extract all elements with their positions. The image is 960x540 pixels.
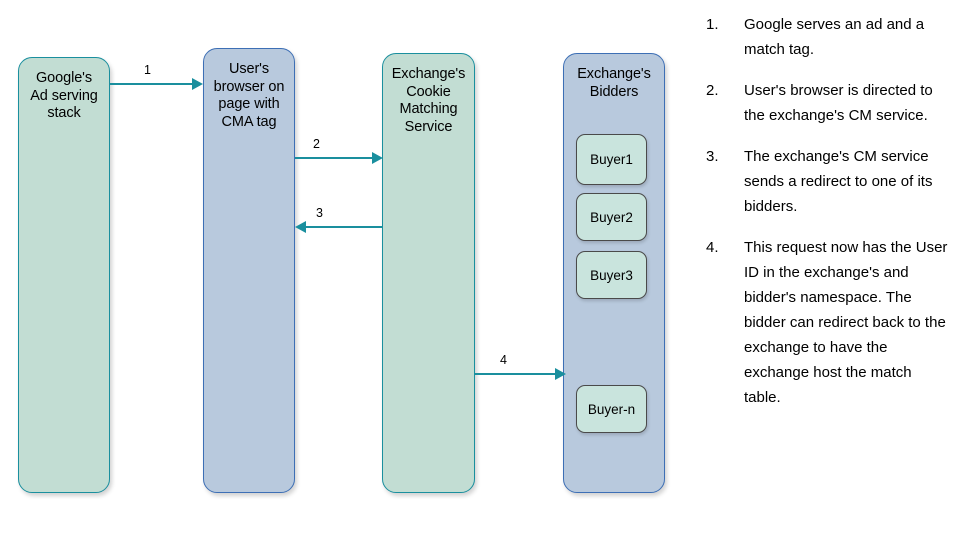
buyer-chip-buyer1[interactable]: Buyer1 (576, 134, 647, 185)
step-item-4: 4. This request now has the User ID in t… (706, 235, 950, 410)
arrow-4-line (475, 373, 555, 375)
step-item-3: 3. The exchange's CM service sends a red… (706, 144, 950, 219)
step-number-4: 4. (706, 239, 719, 256)
step-item-2: 2. User's browser is directed to the exc… (706, 78, 950, 128)
buyer-chip-buyer2[interactable]: Buyer2 (576, 193, 647, 241)
buyer-chip-buyer3[interactable]: Buyer3 (576, 251, 647, 299)
buyer-label-buyer-n: Buyer-n (587, 401, 636, 417)
buyer-label-buyer2: Buyer2 (590, 209, 633, 225)
arrow-1-head-icon (192, 78, 203, 90)
arrow-1-line (110, 83, 192, 85)
step-text-2: User's browser is directed to the exchan… (744, 82, 933, 124)
arrow-1-label: 1 (144, 63, 151, 77)
arrow-3-head-icon (295, 221, 306, 233)
pillar-title-google-ad-serving-stack: Google's Ad serving stack (30, 70, 98, 121)
step-number-1: 1. (706, 16, 719, 33)
step-text-3: The exchange's CM service sends a redire… (744, 148, 933, 215)
arrow-2-label: 2 (313, 137, 320, 151)
pillar-users-browser: User's browser on page with CMA tag (203, 48, 295, 493)
pillar-title-exchange-cookie-matching-service: Exchange's Cookie Matching Service (391, 66, 466, 135)
steps-list: 1. Google serves an ad and a match tag. … (706, 12, 950, 426)
step-item-1: 1. Google serves an ad and a match tag. (706, 12, 950, 62)
pillar-google-ad-serving-stack: Google's Ad serving stack (18, 57, 110, 493)
arrow-4-label: 4 (500, 353, 507, 367)
buyer-label-buyer3: Buyer3 (590, 267, 633, 283)
buyer-label-buyer1: Buyer1 (590, 152, 633, 167)
pillar-exchange-cookie-matching-service: Exchange's Cookie Matching Service (382, 53, 475, 493)
step-text-1: Google serves an ad and a match tag. (744, 16, 925, 58)
arrow-2-line (295, 157, 372, 159)
arrow-4-head-icon (555, 368, 566, 380)
pillar-title-exchange-bidders: Exchange's Bidders (577, 66, 651, 100)
step-text-4: This request now has the User ID in the … (744, 239, 948, 406)
step-number-2: 2. (706, 82, 719, 99)
step-number-3: 3. (706, 148, 719, 165)
arrow-3-label: 3 (316, 206, 323, 220)
pillar-title-users-browser: User's browser on page with CMA tag (213, 61, 285, 130)
arrow-3-line (306, 226, 382, 228)
buyer-chip-buyer-n[interactable]: Buyer-n (576, 385, 647, 433)
arrow-2-head-icon (372, 152, 383, 164)
